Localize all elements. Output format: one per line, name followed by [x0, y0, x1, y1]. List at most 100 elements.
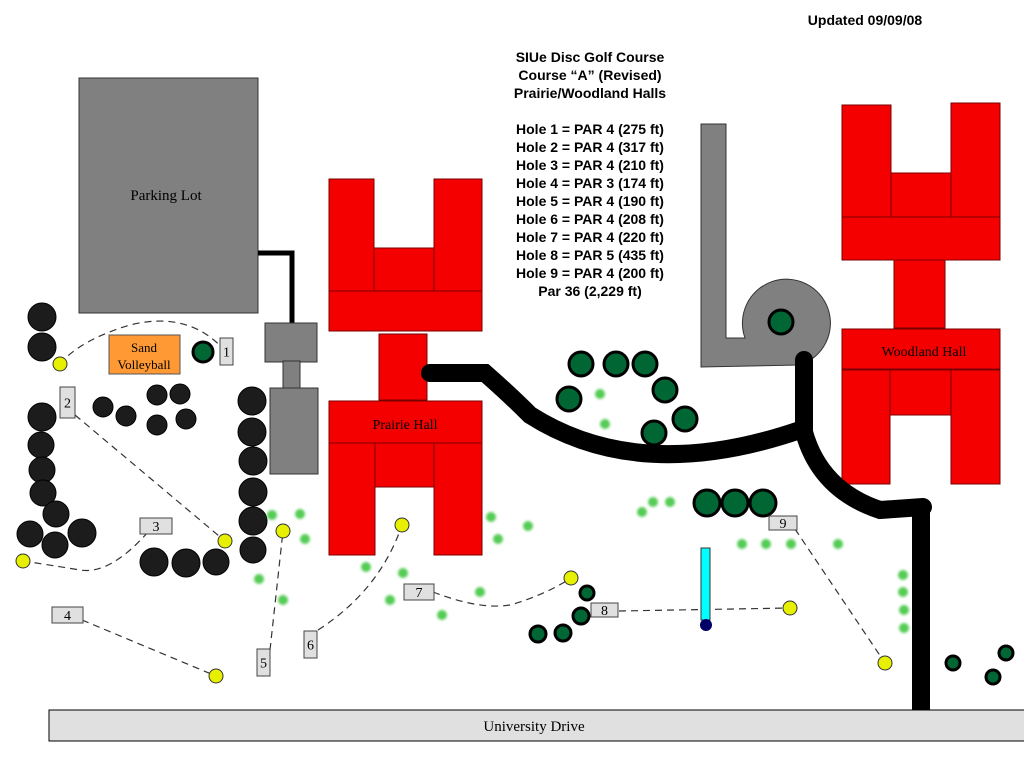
course-location: Prairie/Woodland Halls: [513, 85, 667, 101]
green-tree: [602, 350, 630, 378]
fairway-6: [317, 524, 403, 631]
pole-obstacle: [700, 547, 712, 631]
shrub: [278, 595, 288, 605]
dark-tree: [42, 500, 70, 528]
shrub: [493, 534, 503, 544]
basket-hole-1: [52, 356, 68, 372]
fairway-9: [794, 528, 886, 664]
parking-lot: Parking Lot: [78, 77, 259, 314]
dark-tree: [239, 536, 267, 564]
shrub: [437, 610, 447, 620]
tee-box-rect: [403, 583, 435, 601]
tee-label: 2: [64, 397, 71, 412]
tee-box-rect: [59, 386, 76, 419]
green-tree: [640, 419, 668, 447]
tee-box-9: 9: [768, 515, 798, 532]
green-tree: [767, 308, 795, 336]
dark-tree: [169, 383, 191, 405]
green-tree: [692, 488, 722, 518]
dark-tree: [29, 479, 57, 507]
hole-info: Hole 4 = PAR 3 (174 ft): [516, 175, 664, 191]
shrub: [665, 497, 675, 507]
green-tree: [571, 606, 591, 626]
dark-tree: [67, 518, 97, 548]
green-tree: [720, 488, 750, 518]
parking-lot-label: Parking Lot: [130, 188, 202, 204]
basket-hole-7: [563, 570, 579, 586]
baskets: [15, 356, 893, 684]
fairway-1: [59, 320, 227, 365]
hole-info: Hole 1 = PAR 4 (275 ft): [516, 121, 664, 137]
tee-box-1: 1: [219, 337, 234, 366]
green-tree: [567, 350, 595, 378]
shrub: [898, 570, 908, 580]
shrub: [737, 539, 747, 549]
prairie-hall-label: Prairie Hall: [373, 418, 438, 433]
tee-box-rect: [51, 606, 84, 624]
basket-hole-9: [877, 655, 893, 671]
course-info-panel: SIUe Disc Golf Course Course “A” (Revise…: [470, 48, 710, 300]
green-tree: [671, 405, 699, 433]
basket-hole-4: [208, 668, 224, 684]
shrub: [523, 521, 533, 531]
sand-volleyball: Sand Volleyball: [108, 334, 181, 375]
fairway-3: [22, 531, 149, 572]
course-title: SIUe Disc Golf Course: [515, 49, 665, 65]
tee-box-rect: [256, 648, 271, 677]
green-tree: [528, 624, 548, 644]
footpath: [258, 250, 295, 325]
sand-volleyball-label-2: Volleyball: [117, 357, 171, 372]
tee-box-7: 7: [403, 583, 435, 601]
shrub: [600, 419, 610, 429]
shrub: [475, 587, 485, 597]
dark-tree: [171, 548, 201, 578]
shrub: [899, 605, 909, 615]
dark-trees: [16, 302, 268, 578]
shrub: [398, 568, 408, 578]
dark-tree: [175, 408, 197, 430]
tee-box-8: 8: [590, 602, 619, 619]
tee-box-rect: [219, 337, 234, 366]
shrub: [486, 512, 496, 522]
hole-info: Hole 8 = PAR 5 (435 ft): [516, 247, 664, 263]
tee-label: 9: [780, 517, 787, 532]
shrub: [254, 574, 264, 584]
dark-tree: [146, 414, 168, 436]
shrub: [637, 507, 647, 517]
cul-de-sac: [700, 123, 831, 368]
hole-info: Hole 3 = PAR 4 (210 ft): [516, 157, 664, 173]
roads: [421, 351, 932, 710]
dark-tree: [41, 531, 69, 559]
dark-tree: [139, 547, 169, 577]
dark-tree: [238, 446, 268, 476]
basket-hole-3: [15, 553, 31, 569]
tee-box-5: 5: [256, 648, 271, 677]
dark-tree: [27, 332, 57, 362]
hole-info: Hole 7 = PAR 4 (220 ft): [516, 229, 664, 245]
shrub: [898, 587, 908, 597]
shrub: [385, 595, 395, 605]
green-tree: [553, 623, 573, 643]
dark-tree: [238, 477, 268, 507]
dark-tree: [27, 431, 55, 459]
tee-label: 5: [260, 657, 267, 672]
fairway-2: [74, 414, 226, 542]
tee-label: 7: [416, 586, 423, 601]
tee-box-4: 4: [51, 606, 84, 624]
dark-tree: [146, 384, 168, 406]
shrub: [899, 623, 909, 633]
tee-label: 4: [64, 609, 71, 624]
updated-date: Updated 09/09/08: [807, 12, 923, 28]
green-tree: [984, 668, 1002, 686]
tee-label: 3: [153, 520, 160, 535]
dark-tree: [238, 506, 268, 536]
tee-box-rect: [303, 630, 318, 659]
shrub: [648, 497, 658, 507]
shrub: [361, 562, 371, 572]
green-tree: [944, 654, 962, 672]
dark-tree: [237, 417, 267, 447]
tee-box-rect: [768, 515, 798, 531]
hole-info: Hole 9 = PAR 4 (200 ft): [516, 265, 664, 281]
